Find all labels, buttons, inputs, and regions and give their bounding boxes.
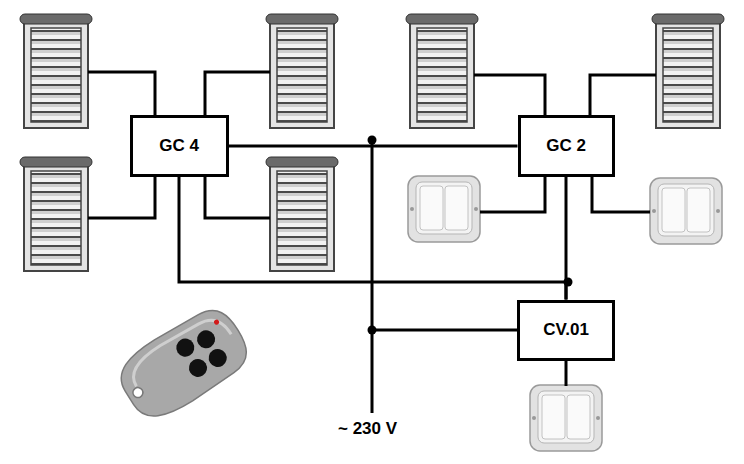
roller-shutter — [266, 14, 338, 128]
remote-body — [110, 299, 257, 428]
wire — [229, 145, 518, 148]
controller-box: GC 2 — [518, 115, 615, 177]
roller-shutter — [20, 14, 92, 128]
wire — [590, 75, 656, 118]
roller-shutter — [266, 157, 338, 271]
wire — [179, 177, 566, 300]
mains-wire — [372, 329, 520, 332]
remote-led — [213, 319, 220, 326]
roller-shutter — [406, 14, 478, 128]
wall-switch — [650, 178, 722, 244]
wall-switch — [408, 176, 480, 242]
roller-shutter — [20, 157, 92, 271]
wire — [480, 175, 545, 212]
wire — [205, 175, 270, 218]
device-name: GC 2 — [546, 136, 586, 156]
remote-button — [205, 346, 230, 371]
mains-wire — [371, 140, 374, 413]
key-ring-hole — [131, 386, 145, 400]
junction-dot — [368, 326, 377, 335]
remote-button — [173, 335, 198, 360]
controller-box: GC 4 — [130, 115, 229, 177]
remote-highlight — [125, 311, 231, 392]
wall-switch — [530, 385, 602, 451]
device-name: CV.01 — [543, 320, 589, 340]
voltage-label: ~ 230 V — [336, 419, 399, 439]
device-name: GC 4 — [159, 136, 199, 156]
remote-button — [186, 356, 211, 381]
wire — [565, 358, 568, 386]
wire — [592, 175, 650, 212]
wire — [205, 72, 270, 118]
wire — [88, 72, 155, 118]
remote-control — [110, 299, 257, 428]
junction-dot — [368, 136, 377, 145]
roller-shutter — [652, 14, 724, 128]
wire — [474, 75, 545, 118]
controller-box: CV.01 — [517, 300, 615, 361]
remote-button — [194, 327, 219, 352]
wire — [88, 175, 155, 218]
